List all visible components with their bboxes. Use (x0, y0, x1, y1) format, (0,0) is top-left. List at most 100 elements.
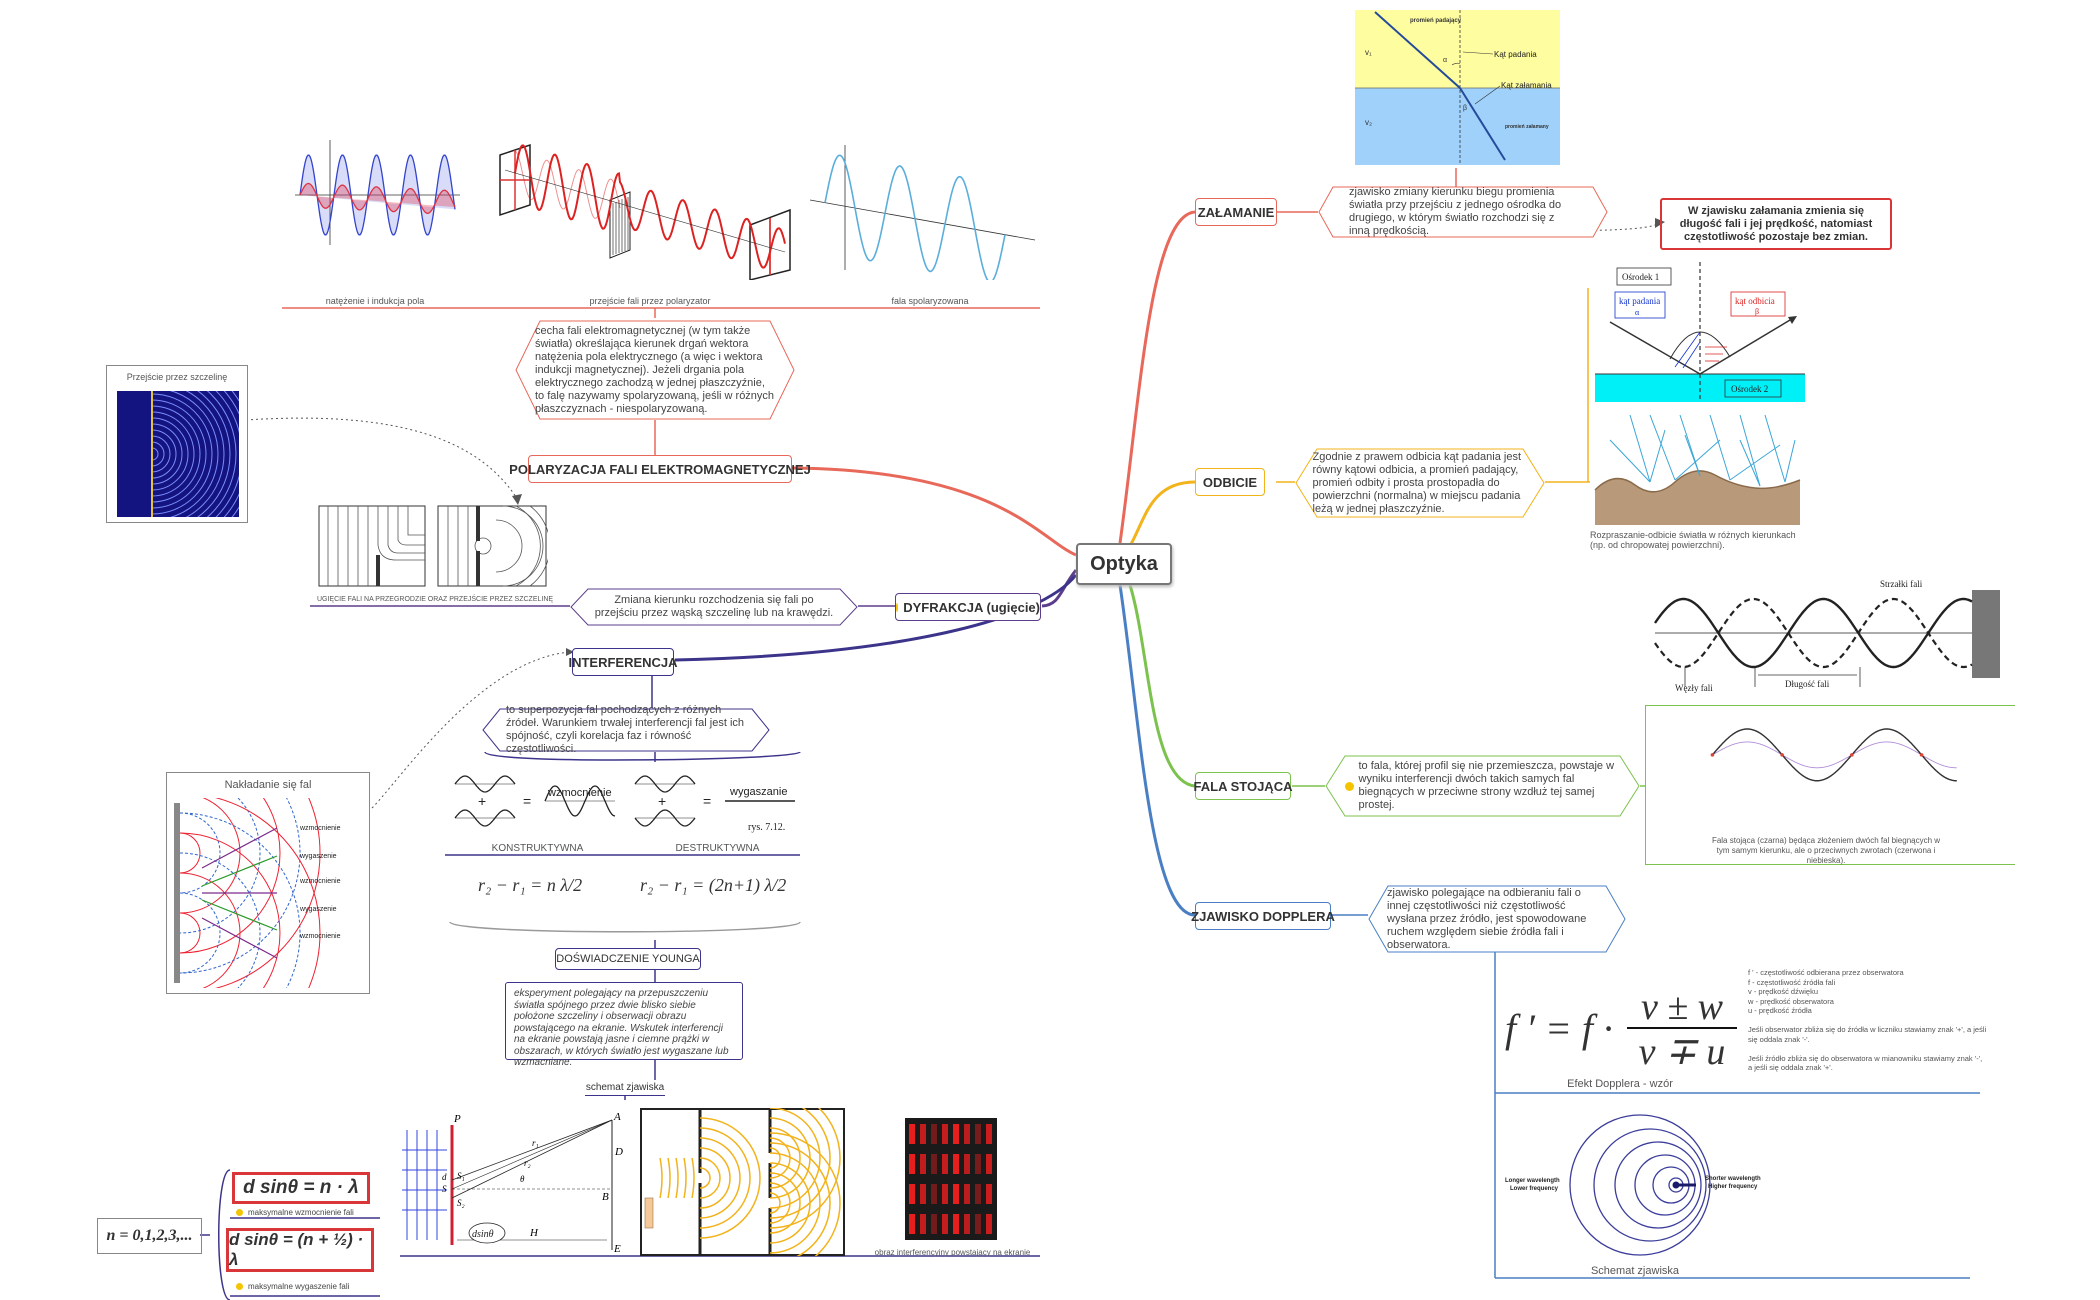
destructive-title: DESTRUKTYWNA (675, 843, 760, 854)
overlap-label-3: wzmocnienie (299, 878, 341, 885)
info-marker-icon (236, 1283, 243, 1291)
hex-frame (1325, 755, 1640, 817)
topic-interferencja[interactable]: INTERFERENCJA (568, 648, 678, 676)
young-scheme-label: schemat zjawiska (585, 1080, 665, 1096)
figure-number: rys. 7.12. (748, 822, 785, 833)
scattering-caption: Rozpraszanie-odbicie światła w różnych k… (1590, 530, 1796, 550)
doppler-legend-line: v - prędkość dźwięku (1748, 987, 1819, 996)
max-formula-box: d sinθ = n · λ (232, 1172, 370, 1204)
topic-young[interactable]: DOŚWIADCZENIE YOUNGA (555, 948, 701, 970)
info-marker-icon (236, 1209, 243, 1217)
slit-title: Przejście przez szczelinę (126, 372, 228, 382)
doppler-formula-caption: Efekt Dopplera - wzór (1567, 1078, 1673, 1090)
hex-frame (570, 588, 858, 626)
topic-polaryzacja[interactable]: POLARYZACJA FALI ELEKTROMAGNETYCZNEJ (509, 455, 811, 483)
nodes-label: Węzły fali (1675, 683, 1713, 693)
alpha-label: α (1443, 57, 1447, 64)
constructive-label: wzmocnienie (547, 787, 612, 799)
standing-wave-caption: Fala stojąca (czarna) będąca złożeniem d… (1711, 836, 1941, 865)
dyfrakcja-label: DYFRAKCJA (ugięcie) (903, 599, 1040, 615)
label-h: H (529, 1227, 539, 1239)
em-wave-image (290, 135, 465, 255)
zalamanie-note: W zjawisku załamania zmienia się długość… (1660, 198, 1892, 250)
topic-doppler[interactable]: ZJAWISKO DOPPLERA (1191, 902, 1335, 930)
hex-frame (1368, 885, 1626, 953)
destructive-label: wygaszanie (729, 786, 787, 798)
medium2-label: Ośrodek 2 (1731, 384, 1768, 394)
formula-numerator: v ± w (1640, 986, 1724, 1028)
label-theta: θ (520, 1174, 525, 1184)
topic-odbicie[interactable]: ODBICIE (1195, 468, 1265, 496)
polaryzacja-description: cecha fali elektromagnetycznej (w tym ta… (515, 320, 795, 420)
dyfrakcja-description: Zmiana kierunku rozchodzenia się fali po… (570, 588, 858, 626)
doppler-legend: f ' - częstotliwość odbierana przez obse… (1748, 968, 1988, 1073)
polaryzacja-caption-3: fala spolaryzowana (891, 296, 969, 306)
polarized-wave-image (805, 140, 1040, 280)
doppler-legend-line: w - prędkość obserwatora (1748, 996, 1834, 1006)
doppler-desc-text: zjawisko polegające na odbieraniu fali o… (1387, 886, 1587, 951)
min-formula-label: maksymalne wygaszenie fali (236, 1282, 349, 1291)
slit-image-box: Przejście przez szczelinę (106, 365, 248, 523)
young-description: eksperyment polegający na przepuszczeniu… (505, 982, 743, 1068)
incidence-angle-label: kąt padania (1619, 296, 1660, 306)
point-b: B (602, 1191, 609, 1203)
reflection-angle-label: kąt odbicia (1735, 296, 1775, 306)
svg-text:=: = (703, 793, 711, 809)
overlap-waves-image: wzmocnienie wygaszenie wzmocnienie wygas… (174, 798, 341, 988)
point-s2: S₂ (457, 1198, 465, 1208)
doppler-legend-line: f ' - częstotliwość odbierana przez obse… (1748, 968, 1904, 977)
interferencja-desc-text: to superpozycja fal pochodzących z różny… (506, 704, 745, 755)
interference-fringes-image (905, 1118, 997, 1240)
hex-frame (1318, 186, 1608, 238)
fala-description: to fala, której profil się nie przemiesz… (1325, 755, 1640, 817)
overlap-image-box: Nakładanie się fal wzmocnienie wygaszeni… (166, 772, 370, 994)
topic-fala-stojaca[interactable]: FALA STOJĄCA (1194, 772, 1292, 800)
doppler-legend-line: u - prędkość źródła (1748, 1006, 1812, 1015)
odbicie-description: Zgodnie z prawem odbicia kąt padania jes… (1295, 448, 1545, 518)
beta-label: β (1463, 105, 1467, 112)
point-a: A (613, 1111, 621, 1123)
ray-in-label: promień padający (1410, 18, 1462, 24)
label-r1: r₁ (532, 1138, 539, 1148)
refraction-image: promień padający v₁ v₂ α β Kąt padania K… (1355, 10, 1560, 165)
point-e: E (613, 1243, 621, 1255)
destructive-formula: r₂ − r₁ = (2n+1) λ/2 (640, 875, 787, 895)
interferencja-description: to superpozycja fal pochodzących z różny… (482, 704, 770, 755)
lower-frequency-label: Lower frequency (1510, 1186, 1559, 1192)
v2-label: v₂ (1365, 118, 1372, 127)
dsin-label: dsinθ (472, 1229, 494, 1240)
info-marker-icon (896, 602, 899, 612)
alpha-label: α (1635, 308, 1640, 317)
doppler-legend-line: Jeśli obserwator zbliża się do źródła w … (1748, 1025, 1987, 1044)
incidence-label: Kąt padania (1494, 50, 1537, 59)
label-d: d (442, 1172, 447, 1182)
slit-wave-image (117, 391, 239, 517)
point-p: P (453, 1113, 461, 1125)
svg-text:promień padający: promień padający (1410, 18, 1462, 24)
label-big-d: D (614, 1146, 623, 1158)
diffraction-barrier-image (318, 505, 548, 587)
constructive-formula: r₂ − r₁ = n λ/2 (478, 875, 583, 895)
doppler-legend-line (1748, 1044, 1988, 1054)
formula-denominator: v ∓ u (1638, 1031, 1726, 1073)
ray-out-label: promień załamany (1505, 124, 1549, 130)
dyfrakcja-desc-text: Zmiana kierunku rozchodzenia się fali po… (594, 594, 834, 619)
fala-desc-text: to fala, której profil się nie przemiesz… (1358, 760, 1615, 811)
central-topic[interactable]: Optyka (1076, 543, 1172, 585)
overlap-label-2: wygaszenie (299, 853, 337, 860)
point-s1: S₁ (457, 1171, 465, 1181)
doppler-scheme-caption: Schemat zjawiska (1590, 1265, 1680, 1277)
longer-wavelength-label: Longer wavelength (1505, 1178, 1560, 1184)
min-formula-box: d sinθ = (n + ½) · λ (226, 1228, 374, 1272)
doppler-description: zjawisko polegające na odbieraniu fali o… (1368, 885, 1626, 953)
n-values-box: n = 0,1,2,3,... (97, 1218, 202, 1254)
reflection-diagram: Ośrodek 1 kąt padania α kąt odbicia β Oś… (1595, 262, 1805, 407)
topic-dyfrakcja[interactable]: DYFRAKCJA (ugięcie) (895, 593, 1041, 621)
topic-zalamanie[interactable]: ZAŁAMANIE (1195, 198, 1277, 226)
wavelength-label: Długość fali (1785, 679, 1830, 689)
destructive-waves: + = wygaszanie rys. 7.12. (630, 768, 805, 838)
young-slits-waves-image (640, 1108, 845, 1256)
min-label-text: maksymalne wygaszenie fali (248, 1282, 350, 1291)
hex-frame (515, 320, 795, 420)
